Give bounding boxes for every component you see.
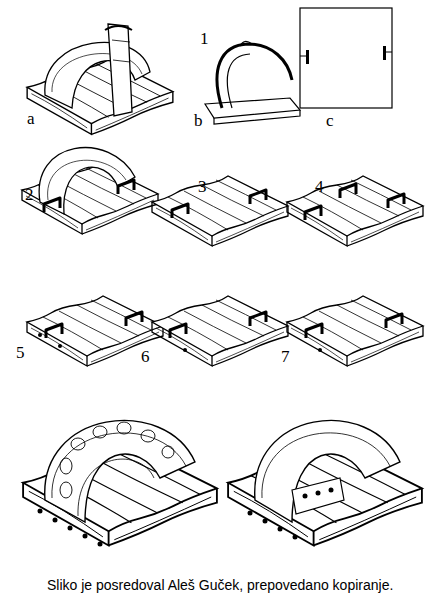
callout-label: a [27,110,35,127]
callout-label: 6 [141,348,150,365]
callout-label: b [194,112,203,129]
callout-label: c [326,112,334,129]
callout-label: 5 [16,344,25,361]
callout-label: 3 [198,178,207,195]
callout-label: 7 [281,348,290,365]
caption: Sliko je posredoval Aleš Guček, prepoved… [44,577,396,594]
callout-label: 4 [315,178,324,195]
callout-label: 1 [200,30,209,47]
callout-label: 2 [25,186,34,203]
